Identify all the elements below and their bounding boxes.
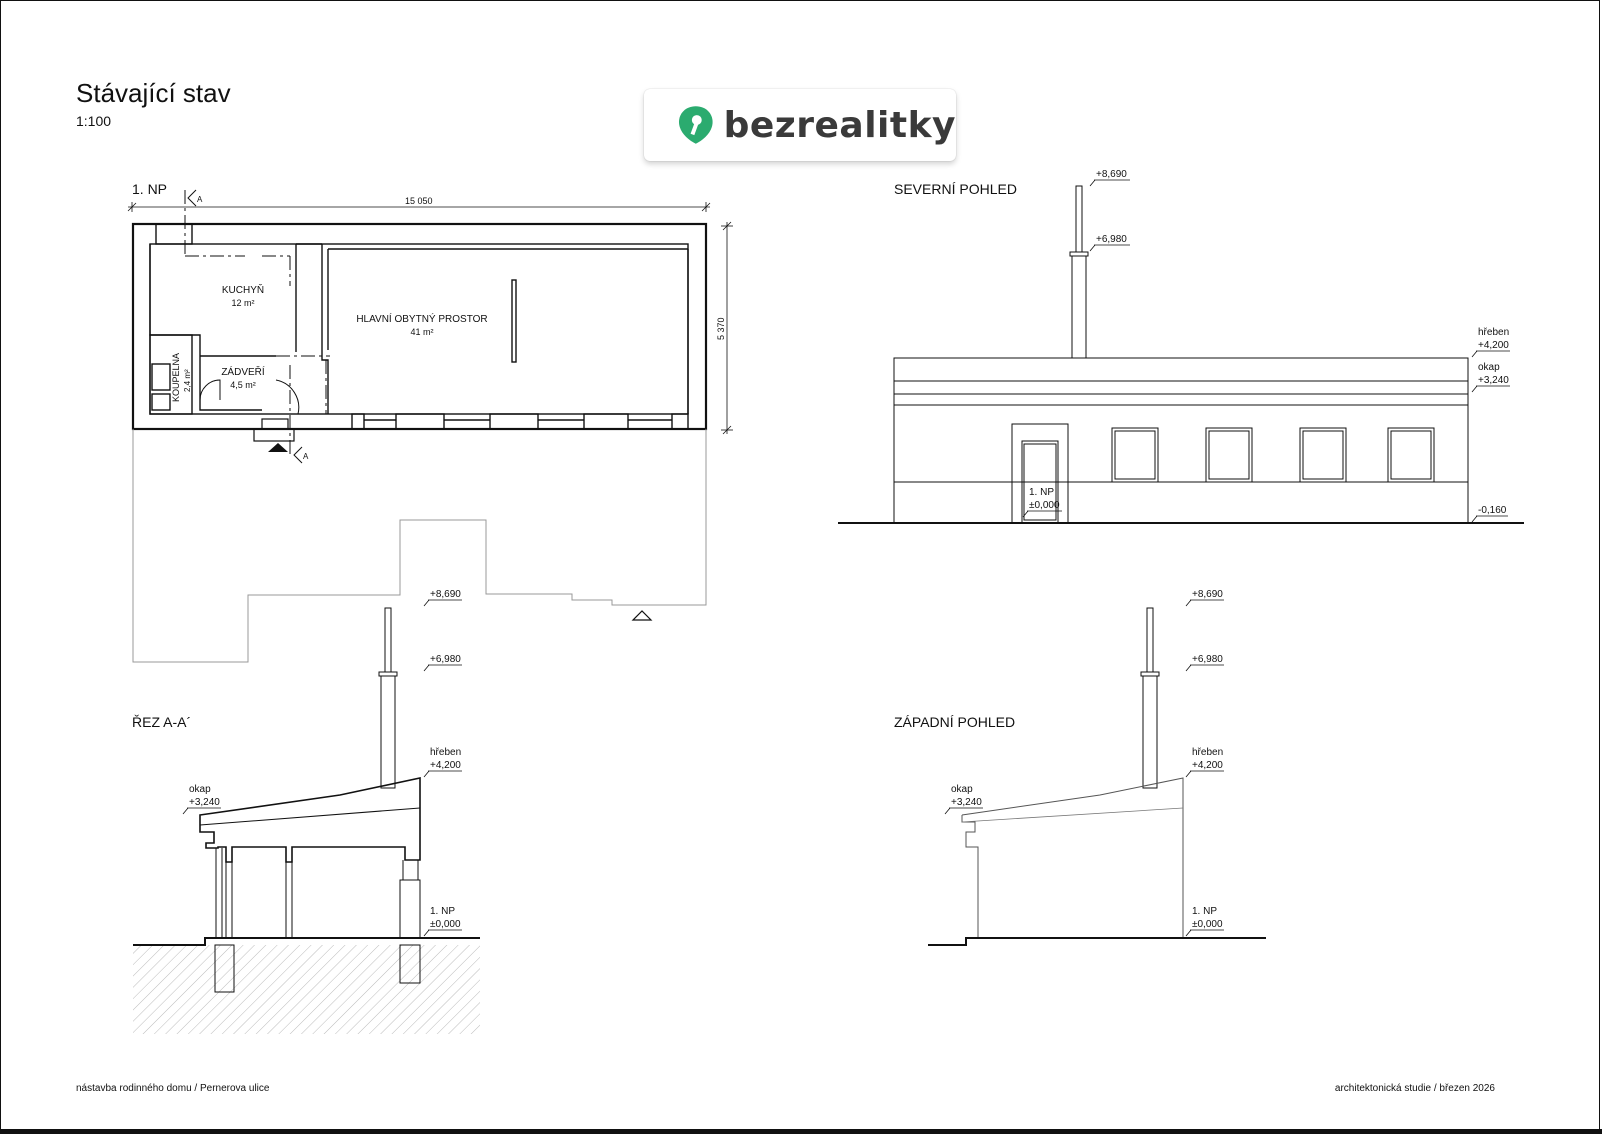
west-level-collar: +6,980 [1192, 654, 1223, 665]
north-window-2 [1205, 427, 1253, 483]
north-window-3 [1299, 427, 1347, 483]
west-level-chimney: +8,690 [1192, 589, 1223, 600]
section-mark-icon [187, 189, 197, 207]
section-eave-label: okap [189, 784, 211, 795]
room-hall-area: 4,5 m² [230, 380, 256, 390]
chimney-top [1075, 185, 1083, 253]
site-boundary [132, 429, 707, 663]
section-level-chimney: +8,690 [430, 589, 461, 600]
north-window-4 [1387, 427, 1435, 483]
west-level-floor: ±0,000 [1192, 919, 1223, 930]
west-chimney-shaft [1142, 675, 1158, 789]
north-floor-label: 1. NP [1029, 487, 1054, 498]
section-floor-label: 1. NP [430, 906, 455, 917]
west-ground-line [928, 937, 1266, 946]
north-level-floor: ±0,000 [1029, 500, 1060, 511]
west-view-label: ZÁPADNÍ POHLED [894, 714, 1015, 730]
width-dimension-text: 15 050 [405, 196, 433, 206]
ground-hatch [133, 945, 480, 1034]
footer-stage-date: architektonická studie / březen 2026 [1334, 1083, 1495, 1094]
logo-wordmark: bezrealitky [723, 104, 956, 146]
sheet-scale: 1:100 [76, 113, 112, 129]
north-window-1 [1111, 427, 1159, 483]
entry-door-swing [275, 379, 300, 415]
depth-dimension [721, 221, 733, 435]
footer-project: nástavba rodinného domu / Pernerova ulic… [76, 1083, 270, 1094]
west-level-ridge: +4,200 [1192, 760, 1223, 771]
room-hall-name: ZÁDVEŘÍ [221, 365, 265, 378]
north-level-collar: +6,980 [1096, 234, 1127, 245]
sheet-title: Stávající stav [76, 78, 231, 108]
section-level-collar: +6,980 [430, 654, 461, 665]
entrance-step [253, 428, 295, 442]
map-pin-key-icon [678, 106, 713, 144]
north-ridge-label: hřeben [1478, 327, 1509, 338]
depth-dimension-text: 5 370 [716, 317, 726, 340]
living-room-wall [321, 244, 329, 414]
section-label: ŘEZ A-A´ [132, 714, 191, 730]
section-chimney-top [384, 607, 392, 673]
room-bath-area: 2,4 m² [183, 369, 192, 392]
room-living-name: HLAVNÍ OBYTNÝ PROSTOR [356, 312, 487, 325]
bath-door-swing [199, 379, 221, 401]
section-level-eave: +3,240 [189, 797, 220, 808]
north-view-label: SEVERNÍ POHLED [894, 181, 1017, 197]
section-a-a: ŘEZ A-A´ +8,690 +6,980 hřeben [132, 589, 480, 1034]
section-ground-line [133, 937, 480, 946]
north-level-ground: -0,160 [1478, 505, 1507, 516]
north-facade [893, 357, 1469, 524]
room-kitchen-area: 12 m² [231, 298, 254, 308]
west-facade [961, 777, 1184, 938]
section-level-ridge: +4,200 [430, 760, 461, 771]
west-ridge-label: hřeben [1192, 747, 1223, 758]
width-dimension [127, 202, 711, 212]
west-level-eave: +3,240 [951, 797, 982, 808]
west-floor-label: 1. NP [1192, 906, 1217, 917]
west-chimney-top [1146, 607, 1154, 673]
room-living-area: 41 m² [410, 327, 433, 337]
north-eave-label: okap [1478, 362, 1500, 373]
section-mark-bottom: A [303, 452, 309, 461]
logo-badge[interactable]: bezrealitky [644, 89, 956, 161]
section-level-floor: ±0,000 [430, 919, 461, 930]
hall-wall [199, 356, 262, 411]
room-bath-name: KOUPELNA [171, 353, 181, 402]
north-level-ridge: +4,200 [1478, 340, 1509, 351]
section-chimney-shaft [380, 675, 396, 789]
floor-plan-label: 1. NP [132, 181, 167, 197]
bathroom-wall [149, 334, 193, 415]
floor-plan: 1. NP 15 050 5 370 [127, 181, 733, 663]
bottom-rule [0, 1129, 1602, 1134]
chimney-shaft [1071, 255, 1087, 359]
level-triangle-icon [631, 610, 653, 621]
section-ridge-label: hřeben [430, 747, 461, 758]
west-elevation: ZÁPADNÍ POHLED +8,690 +6,980 hřeben +4,2… [894, 589, 1266, 946]
living-room-partition [511, 279, 517, 363]
north-level-eave: +3,240 [1478, 375, 1509, 386]
section-roof [199, 777, 421, 863]
section-mark-icon [293, 446, 303, 464]
north-level-chimney: +8,690 [1096, 169, 1127, 180]
room-kitchen-name: KUCHYŇ [222, 283, 264, 296]
south-windows [351, 413, 689, 430]
entrance-arrow-icon [268, 443, 288, 452]
north-elevation: SEVERNÍ POHLED +8,690 [838, 169, 1524, 524]
section-mark-top: A [197, 195, 203, 204]
west-eave-label: okap [951, 784, 973, 795]
